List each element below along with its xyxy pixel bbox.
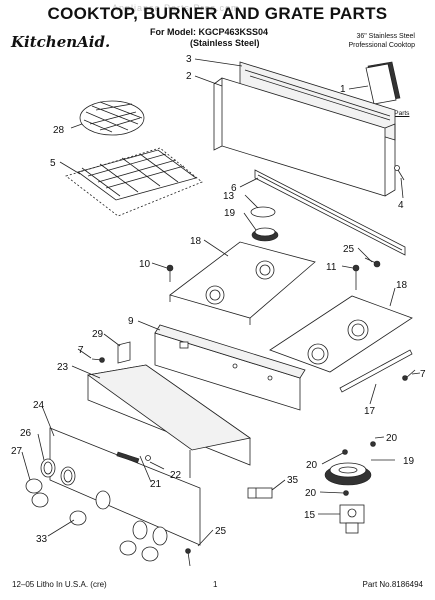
callout-28: 28 bbox=[53, 125, 65, 136]
model-info: For Model: KGCP463KSS04 (Stainless Steel… bbox=[150, 27, 268, 49]
callout-19-right: 19 bbox=[403, 456, 415, 467]
footer-part-number: Part No.8186494 bbox=[362, 580, 424, 589]
manifold-bracket-part bbox=[154, 324, 306, 411]
callout-24: 24 bbox=[33, 400, 45, 411]
control-panel-part bbox=[49, 427, 201, 546]
callout-25-lower: 25 bbox=[215, 526, 227, 537]
burner-valve-part-15 bbox=[339, 504, 365, 534]
footer-litho: 12–05 Litho In U.S.A. (cre) bbox=[12, 580, 107, 589]
callout-17: 17 bbox=[364, 406, 376, 417]
igniter-part bbox=[247, 487, 273, 499]
control-panel-frame-part bbox=[86, 364, 251, 478]
screw-part-7-left bbox=[91, 357, 105, 363]
screw-part-25-lower bbox=[185, 548, 191, 567]
literature-booklet-part bbox=[365, 61, 401, 105]
callout-20-middle: 20 bbox=[306, 460, 318, 471]
knob-part-26 bbox=[40, 458, 76, 486]
burner-base-part-19 bbox=[251, 227, 279, 242]
callout-7-right: 7 bbox=[420, 369, 426, 380]
callout-10: 10 bbox=[139, 259, 151, 270]
callout-18-left: 18 bbox=[190, 236, 202, 247]
callout-20-top: 20 bbox=[386, 433, 398, 444]
burner-box-left-part bbox=[169, 241, 316, 325]
knob-part-27 bbox=[25, 478, 49, 508]
side-rail-part bbox=[339, 349, 413, 393]
label-part-22 bbox=[116, 451, 151, 463]
model-line: For Model: KGCP463KSS04 bbox=[150, 27, 269, 37]
callout-20-bottom: 20 bbox=[305, 488, 317, 499]
callout-5: 5 bbox=[50, 158, 56, 169]
product-description: 36" Stainless Steel Professional Cooktop bbox=[348, 32, 415, 50]
callout-27: 27 bbox=[11, 446, 23, 457]
knob-part-33 bbox=[69, 490, 168, 562]
callout-15: 15 bbox=[304, 510, 316, 521]
screw-part-11 bbox=[352, 264, 360, 290]
callout-23: 23 bbox=[57, 362, 69, 373]
model-finish: (Stainless Steel) bbox=[190, 38, 260, 48]
callout-7-left: 7 bbox=[78, 345, 84, 356]
description-line-2: Professional Cooktop bbox=[348, 42, 415, 49]
callout-18-right: 18 bbox=[396, 280, 408, 291]
callout-25-upper: 25 bbox=[343, 244, 355, 255]
valve-bracket-part bbox=[117, 341, 131, 364]
page-title: COOKTOP, BURNER AND GRATE PARTS bbox=[47, 4, 388, 23]
callout-labels: 1 2 3 4 5 6 7 7 9 10 11 13 15 17 18 18 1… bbox=[11, 54, 426, 545]
callout-26: 26 bbox=[20, 428, 32, 439]
callout-13: 13 bbox=[223, 191, 235, 202]
brand-logo: KitchenAid. bbox=[11, 33, 111, 51]
description-line-1: 36" Stainless Steel bbox=[356, 33, 415, 40]
burner-cap-part-28 bbox=[79, 100, 145, 136]
callout-35: 35 bbox=[287, 475, 299, 486]
backguard-part bbox=[213, 61, 396, 197]
burner-base-part-19-right bbox=[324, 462, 372, 486]
callout-9: 9 bbox=[128, 316, 134, 327]
burner-box-right-part bbox=[269, 295, 413, 373]
callout-19-left: 19 bbox=[224, 208, 236, 219]
callout-29: 29 bbox=[92, 329, 104, 340]
callout-11: 11 bbox=[326, 262, 337, 273]
burner-cap-part-13 bbox=[250, 206, 276, 218]
callout-2: 2 bbox=[186, 71, 192, 82]
grate-part bbox=[65, 147, 203, 217]
screw-part-10 bbox=[166, 264, 174, 282]
callout-6: 6 bbox=[231, 183, 237, 194]
screw-part-4 bbox=[394, 165, 405, 181]
callout-33: 33 bbox=[36, 534, 48, 545]
callout-21: 21 bbox=[150, 479, 162, 490]
screw-part-25-upper bbox=[364, 257, 381, 268]
callout-3: 3 bbox=[186, 54, 192, 65]
watermark: Appliance Parts Pros.com bbox=[112, 3, 240, 13]
trim-strip-part bbox=[254, 169, 406, 256]
callout-22: 22 bbox=[170, 470, 182, 481]
leader-lines bbox=[21, 58, 421, 547]
screw-part-7-right bbox=[402, 369, 416, 381]
footer-page-number: 1 bbox=[213, 580, 218, 589]
callout-4: 4 bbox=[398, 200, 404, 211]
callout-1: 1 bbox=[340, 84, 346, 95]
